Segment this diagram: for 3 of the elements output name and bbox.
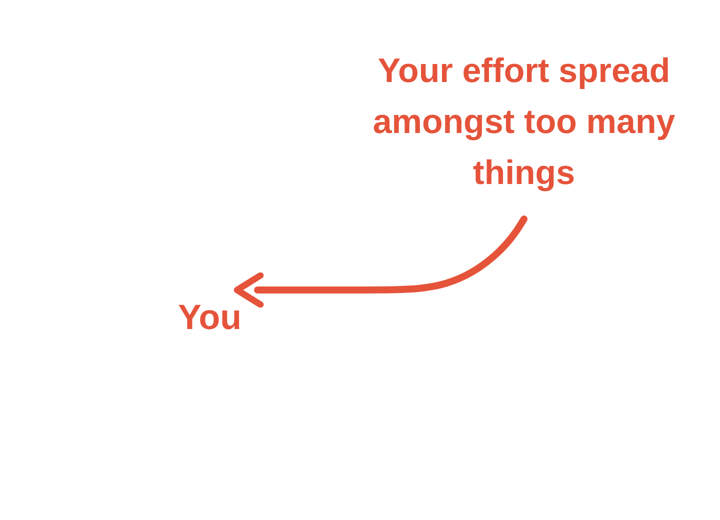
label-text: You bbox=[178, 297, 242, 339]
curved-arrow bbox=[234, 216, 528, 308]
annotation-text: Your effort spread amongst too many things bbox=[372, 51, 676, 194]
